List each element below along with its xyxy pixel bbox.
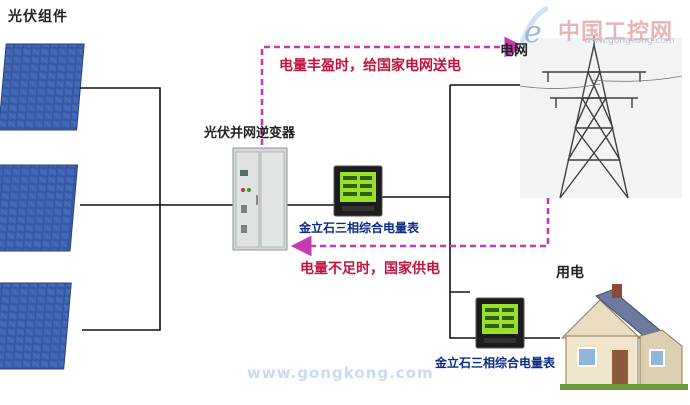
deficit-flow-arrow <box>290 198 550 257</box>
power-meter-icon <box>333 165 383 217</box>
consumption-label: 用电 <box>556 265 584 281</box>
power-meter-icon <box>475 297 525 349</box>
svg-text:e: e <box>524 15 542 50</box>
deficit-annotation: 电量不足时，国家供电 <box>300 261 440 277</box>
house-icon <box>560 284 688 390</box>
meter-caption-1: 金立石三相综合电量表 <box>299 221 420 235</box>
logo-url: www.gongkong.com <box>584 36 675 46</box>
inverter-label: 光伏并网逆变器 <box>204 126 296 141</box>
solar-panel-icon <box>0 164 79 252</box>
grid-label: 电网 <box>500 43 528 59</box>
solar-panel-icon <box>0 282 72 370</box>
meter-caption-2: 金立石三相综合电量表 <box>435 356 556 370</box>
transmission-tower-icon <box>519 36 683 199</box>
pv-modules-label: 光伏组件 <box>8 9 68 25</box>
surplus-flow-arrow <box>260 36 526 145</box>
surplus-annotation: 电量丰盈时，给国家电网送电 <box>279 58 461 74</box>
solar-panel-icon <box>0 43 85 131</box>
watermark-url: www.gongkong.com <box>247 364 434 382</box>
logo-text: 中国工控网 <box>558 20 674 45</box>
wiring <box>80 84 560 339</box>
inverter-cabinet-icon <box>232 147 288 251</box>
logo-icon: e <box>517 5 550 50</box>
